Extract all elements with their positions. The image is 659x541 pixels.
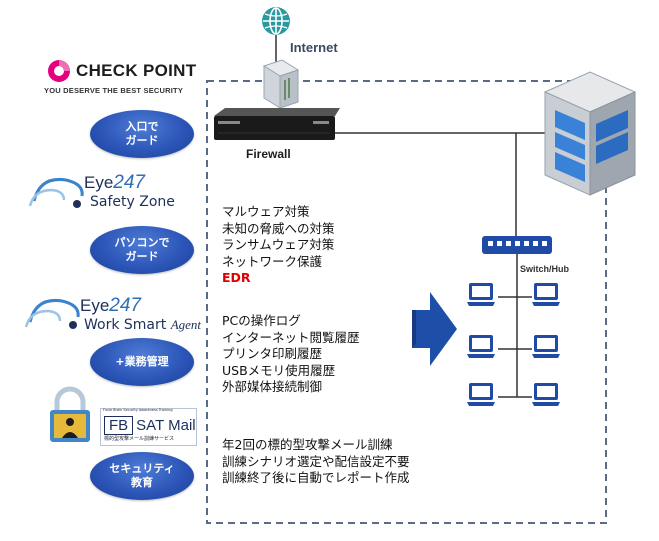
pill-line2: 教育 xyxy=(131,476,153,489)
pill-line2: ガード xyxy=(125,134,159,147)
pill-line1: 入口で xyxy=(125,120,159,133)
fb-sat-sub-text: 標的型攻撃メール訓練サービス xyxy=(104,436,175,442)
eye247-work-smart-logo: Eye247 xyxy=(80,295,141,317)
checkpoint-logo-text: CHECK POINT xyxy=(76,61,197,80)
pill-entrance-guard: 入口でガード xyxy=(90,110,194,158)
feature-line: 訓練シナリオ選定や配信設定不要 xyxy=(222,453,410,469)
safety-zone-label: Safety Zone xyxy=(90,194,175,210)
switch-hub-icon xyxy=(482,236,552,254)
work-smart-text: Work Smart xyxy=(84,317,167,333)
laptop-icon xyxy=(532,283,560,306)
pill-line1: +業務管理 xyxy=(115,355,169,368)
feature-line: 未知の脅威への対策 xyxy=(222,220,335,236)
work-smart-label: Work Smart Agent xyxy=(84,317,201,333)
sat-mail-text: SAT Mail xyxy=(136,417,196,434)
checkpoint-tagline: YOU DESERVE THE BEST SECURITY xyxy=(44,86,184,95)
feature-line: 訓練終了後に自動でレポート作成 xyxy=(222,470,410,485)
pill-line1: セキュリティ xyxy=(109,462,175,475)
eye-number: 247 xyxy=(109,295,141,316)
eye-number: 247 xyxy=(113,172,145,193)
eye247-safety-zone-logo-icon xyxy=(28,177,84,208)
right-arrow-icon xyxy=(412,292,457,366)
laptop-icon xyxy=(467,335,495,358)
laptop-icon xyxy=(467,383,495,406)
feature-line: インターネット閲覧履歴 xyxy=(222,329,360,345)
agent-text: Agent xyxy=(170,317,202,332)
padlock-icon xyxy=(50,386,90,442)
eye247-work-smart-logo-icon xyxy=(24,298,80,329)
feature-line: PCの操作ログ xyxy=(222,313,301,328)
eye-prefix: Eye xyxy=(84,173,114,192)
feature-line: プリンタ印刷履歴 xyxy=(222,346,323,361)
laptop-icon xyxy=(532,335,560,358)
security-features: マルウェア対策 未知の脅威への対策 ランサムウェア対策 ネットワーク保護 EDR xyxy=(222,204,335,287)
feature-line: 年2回の標的型攻撃メール訓練 xyxy=(222,437,393,452)
eye-prefix: Eye xyxy=(80,296,110,315)
feature-line: マルウェア対策 xyxy=(222,204,310,219)
pill-line1: パソコンで xyxy=(114,236,170,249)
eye247-safety-zone-logo: Eye247 xyxy=(84,172,145,194)
pill-security-education: セキュリティ教育 xyxy=(90,452,194,500)
pill-pc-guard: パソコンでガード xyxy=(90,226,194,274)
laptop-icon xyxy=(532,383,560,406)
feature-line: USBメモリ使用履歴 xyxy=(222,362,336,378)
firewall-label: Firewall xyxy=(246,147,291,161)
management-features: PCの操作ログ インターネット閲覧履歴 プリンタ印刷履歴 USBメモリ使用履歴 … xyxy=(222,313,360,396)
fb-sat-top-text: Fusie Brain Security Awareness Training xyxy=(103,408,173,412)
pill-line2: ガード xyxy=(125,250,159,263)
checkpoint-logo-icon xyxy=(48,60,70,82)
feature-line: ネットワーク保護 xyxy=(222,253,323,269)
fb-badge: FB xyxy=(104,416,134,435)
router-device xyxy=(262,59,300,109)
feature-line: 外部媒体接続制御 xyxy=(222,379,323,394)
pill-business-management: +業務管理 xyxy=(90,338,194,386)
training-features: 年2回の標的型攻撃メール訓練 訓練シナリオ選定や配信設定不要 訓練終了後に自動で… xyxy=(222,437,410,487)
firewall-appliance-icon xyxy=(214,108,340,140)
globe-icon xyxy=(262,7,290,35)
fb-sat-mail-card xyxy=(100,408,197,446)
switch-hub-label: Switch/Hub xyxy=(520,264,569,274)
feature-line: ランサムウェア対策 xyxy=(222,237,335,252)
internet-label: Internet xyxy=(290,40,338,55)
edr-highlight: EDR xyxy=(222,270,251,285)
laptop-icon xyxy=(467,283,495,306)
server-building-icon xyxy=(543,71,637,196)
